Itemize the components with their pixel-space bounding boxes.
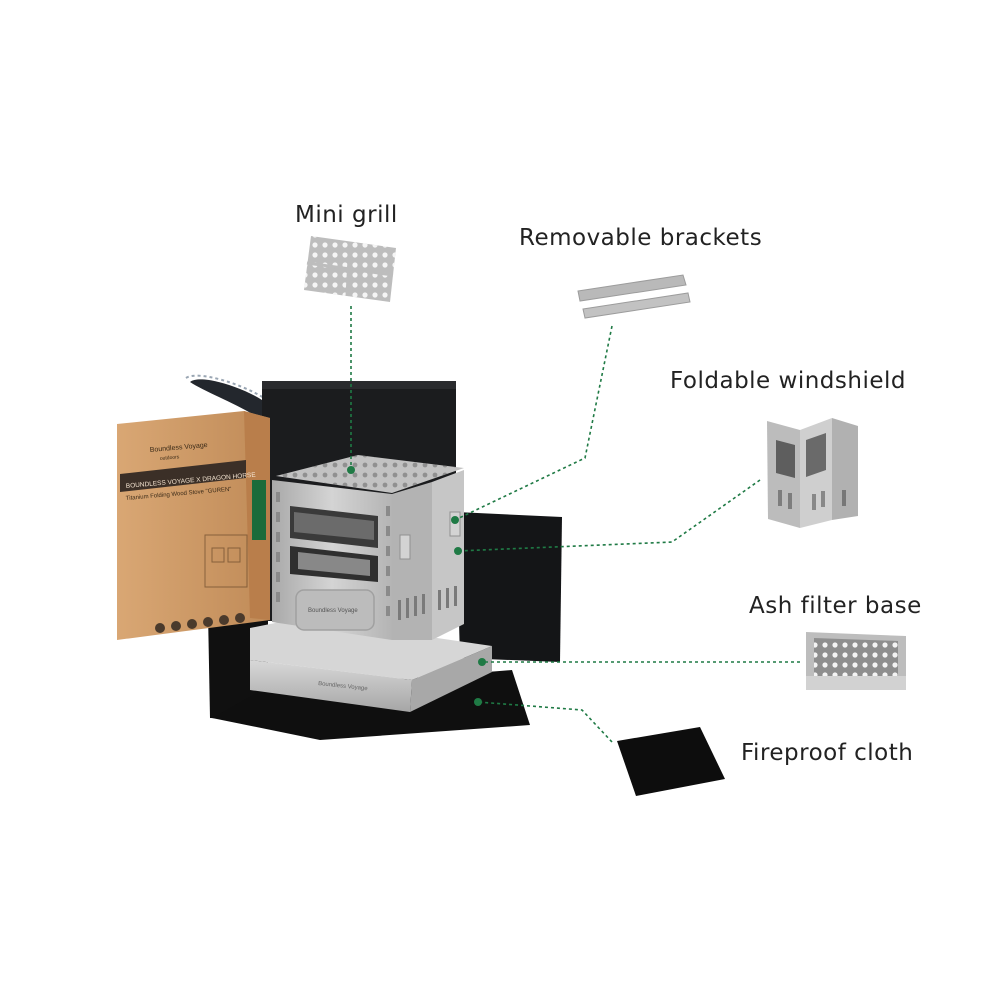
label-fireproof-cloth: Fireproof cloth — [741, 740, 913, 766]
dot-fireproof — [474, 698, 482, 706]
label-ash-filter-base: Ash filter base — [749, 593, 922, 619]
foldable-windshield-part — [767, 418, 858, 528]
tray-logo-text: Boundless Voyage — [318, 681, 369, 692]
stove-body: Boundless Voyage — [272, 455, 464, 640]
dot-ash-filter — [478, 658, 486, 666]
removable-brackets-part — [577, 274, 691, 319]
product-box: Boundless Voyage outdoors BOUNDLESS VOYA… — [117, 411, 270, 640]
label-mini-grill: Mini grill — [295, 202, 398, 228]
stove-base-tray: Boundless Voyage — [250, 618, 492, 712]
dot-windshield — [454, 547, 462, 555]
dot-mini-grill — [347, 466, 355, 474]
leader-lines — [347, 306, 800, 743]
leader-fireproof — [477, 701, 613, 743]
leader-brackets — [454, 325, 613, 521]
label-removable-brackets: Removable brackets — [519, 225, 762, 251]
stove-logo-text: Boundless Voyage — [308, 608, 358, 614]
box-brand-sub: outdoors — [160, 454, 180, 462]
label-foldable-windshield: Foldable windshield — [670, 368, 906, 394]
mini-grill-part — [304, 236, 396, 302]
fireproof-cloth-part — [617, 727, 725, 796]
ash-filter-base-part — [806, 632, 906, 690]
dot-brackets — [451, 516, 459, 524]
